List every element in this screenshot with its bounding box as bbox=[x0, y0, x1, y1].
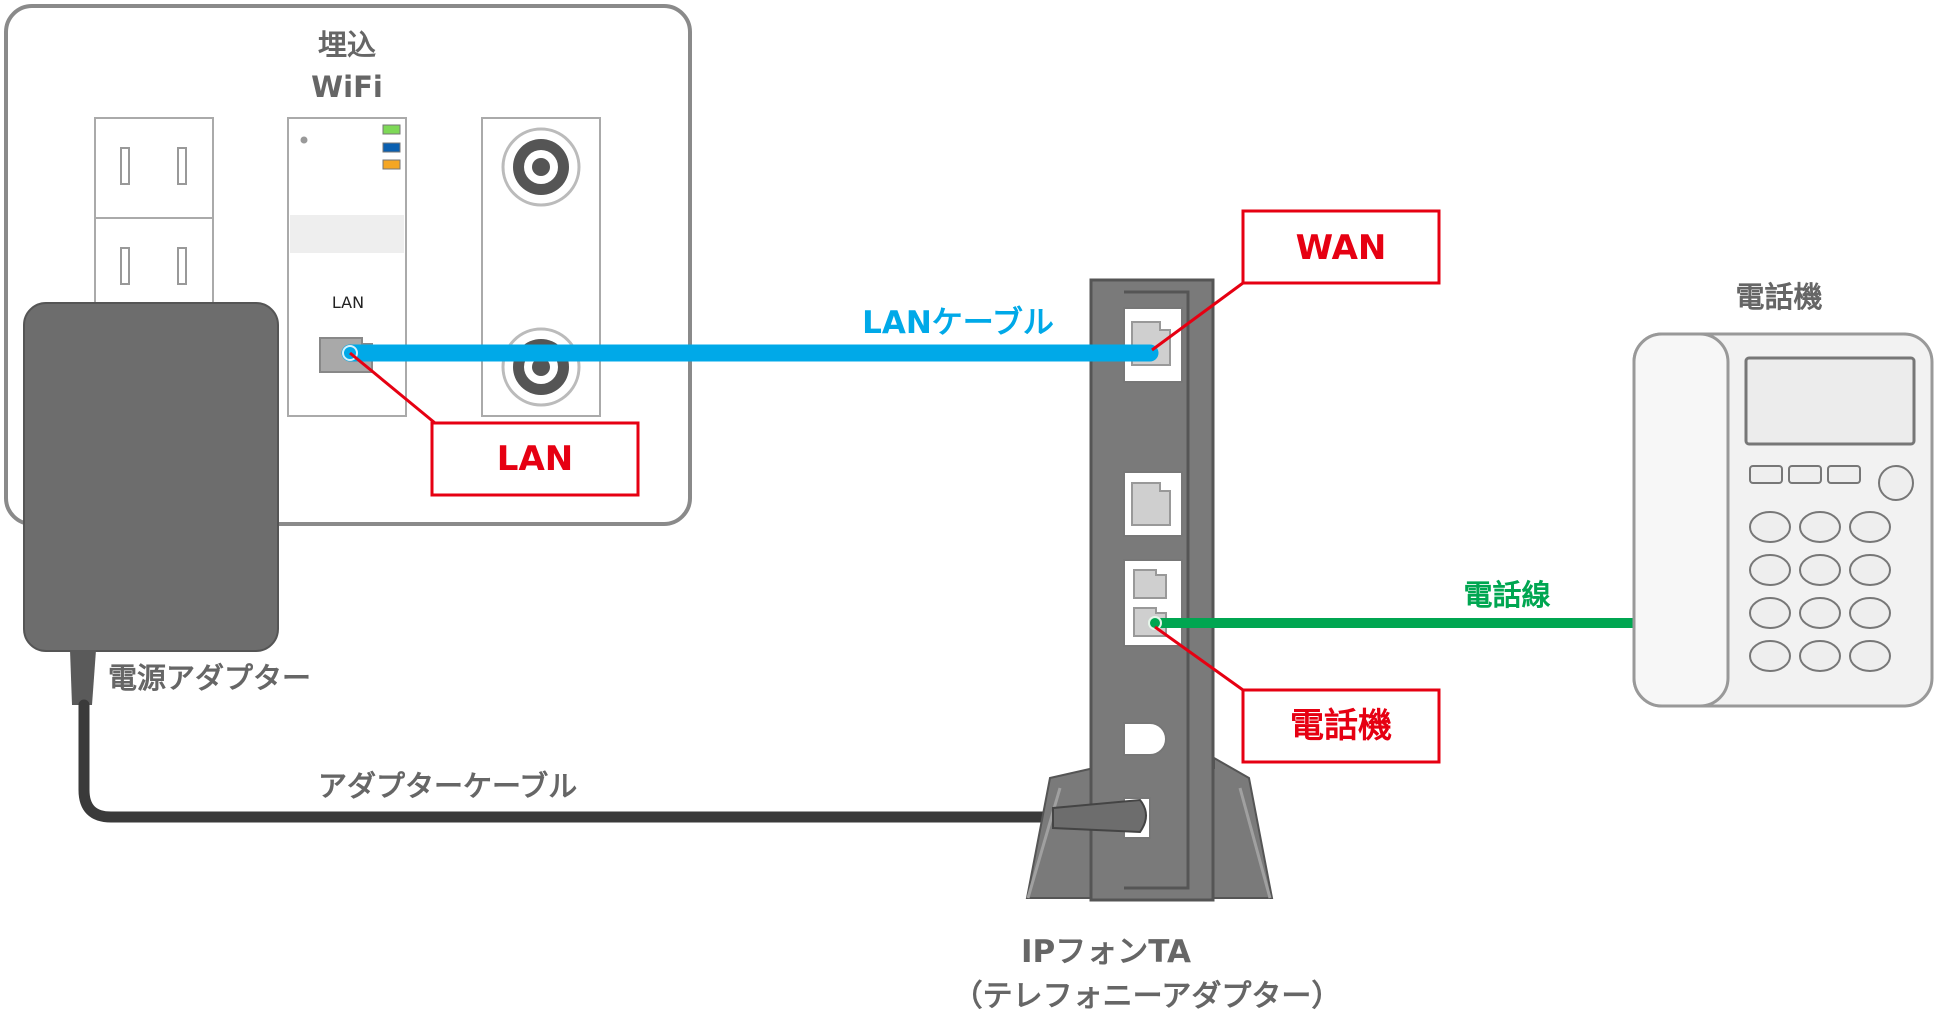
callout-phone-text: 電話機 bbox=[1290, 706, 1392, 746]
led-orange bbox=[382, 159, 401, 170]
callout-phone: 電話機 bbox=[1154, 625, 1441, 764]
phone-cable-label: 電話線 bbox=[1463, 578, 1550, 612]
telephone-display bbox=[1744, 356, 1916, 446]
ip-phone-ta: IPフォンTA （テレフォニーアダプター） bbox=[953, 278, 1342, 1014]
status-led-dot bbox=[300, 136, 308, 144]
led-blue bbox=[382, 142, 401, 153]
antenna-outlet bbox=[481, 117, 601, 417]
power-outlet bbox=[94, 117, 214, 339]
ip-phone-ta-label-2: （テレフォニーアダプター） bbox=[953, 979, 1342, 1014]
adapter-cable-plug bbox=[1052, 798, 1147, 834]
power-adapter-body bbox=[23, 302, 279, 652]
power-adapter: 電源アダプター bbox=[23, 302, 311, 705]
telephone-label: 電話機 bbox=[1735, 280, 1822, 314]
wall-panel-title-1: 埋込 bbox=[318, 28, 376, 62]
ip-phone-ta-label-1: IPフォンTA bbox=[1021, 934, 1191, 970]
power-adapter-plug-neck bbox=[70, 650, 96, 705]
phone-cable-end-ta bbox=[1148, 616, 1162, 630]
adapter-cable-label: アダプターケーブル bbox=[318, 769, 577, 803]
wall-panel-title-2: WiFi bbox=[311, 70, 383, 104]
power-adapter-label: 電源アダプター bbox=[108, 661, 311, 695]
telephone-keypad bbox=[1749, 511, 1891, 672]
telephone-handset bbox=[1632, 332, 1730, 708]
telephone: 電話機 bbox=[1632, 280, 1934, 708]
callout-lan: LAN bbox=[349, 351, 640, 497]
led-green bbox=[382, 124, 401, 135]
callout-wan-text: WAN bbox=[1296, 228, 1387, 268]
lan-cable-label: LANケーブル bbox=[862, 305, 1054, 341]
wifi-lan-port-label: LAN bbox=[332, 293, 364, 312]
callout-lan-text: LAN bbox=[497, 439, 573, 479]
ta-power-jack bbox=[1123, 722, 1167, 756]
adapter-cable bbox=[78, 699, 1068, 823]
callout-wan: WAN bbox=[1151, 209, 1441, 352]
embedded-wifi-module: LAN bbox=[287, 117, 407, 417]
